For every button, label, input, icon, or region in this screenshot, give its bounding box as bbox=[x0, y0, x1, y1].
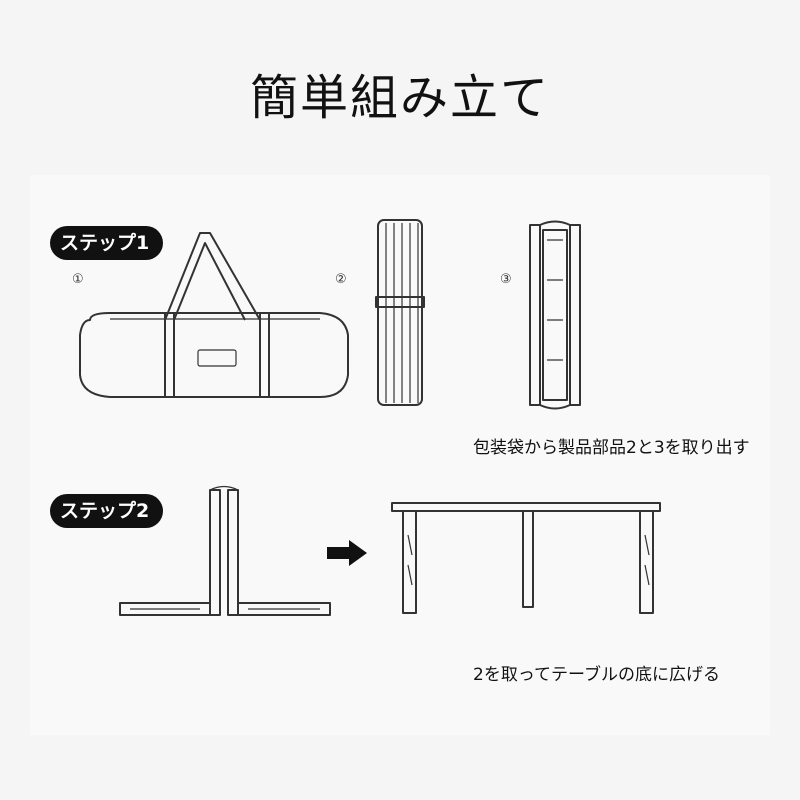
step2-caption: 2を取ってテーブルの底に広げる bbox=[473, 665, 720, 685]
assembled-frame-illustration bbox=[391, 502, 661, 614]
rolled-tabletop-illustration bbox=[375, 219, 425, 406]
step2-badge: ステップ2 bbox=[50, 494, 164, 528]
instruction-panel bbox=[30, 175, 770, 735]
carry-bag-illustration bbox=[79, 232, 349, 398]
step1-badge: ステップ1 bbox=[50, 226, 164, 260]
arrow-right-icon bbox=[327, 540, 367, 566]
folded-legs-illustration bbox=[529, 220, 581, 410]
item-3-label: ③ bbox=[500, 272, 512, 287]
item-2-label: ② bbox=[335, 272, 347, 287]
item-1-label: ① bbox=[72, 272, 84, 287]
legs-unfolding-illustration bbox=[119, 485, 331, 616]
step1-caption: 包装袋から製品部品2と3を取り出す bbox=[473, 438, 750, 458]
page-title: 簡単組み立て bbox=[249, 70, 550, 126]
